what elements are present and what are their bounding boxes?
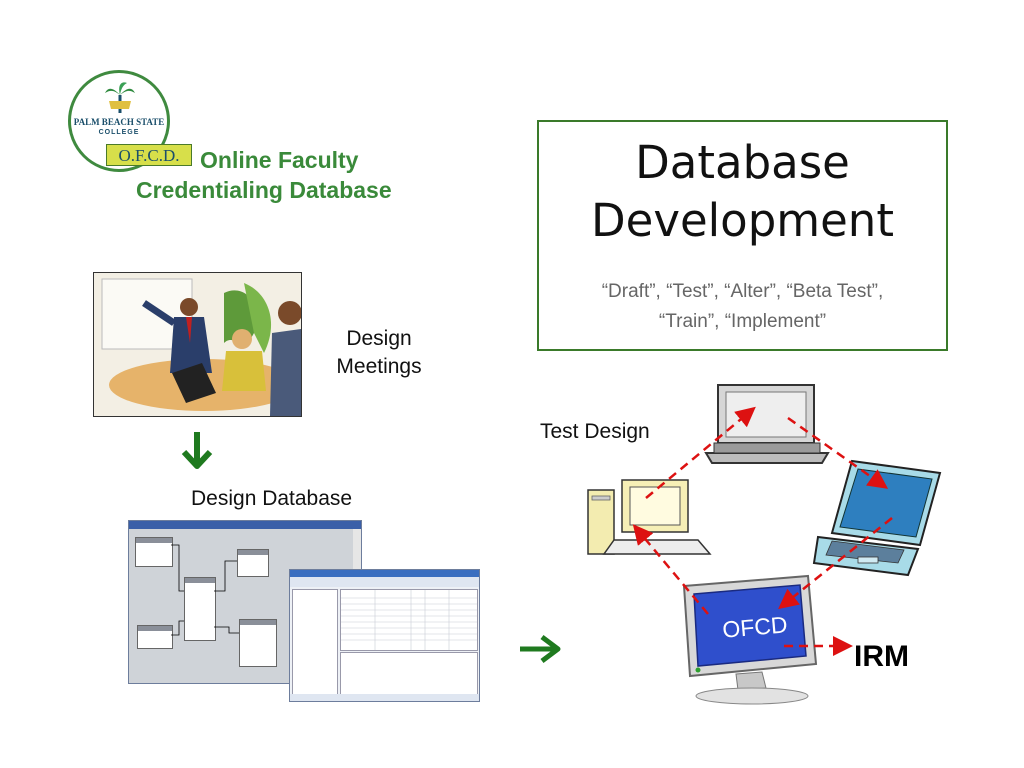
- logo-college: COLLEGE: [98, 129, 140, 136]
- meeting-clipart: [93, 272, 302, 417]
- flow-desktop-to-laptop: [645, 406, 756, 499]
- desktop-computer-icon: [587, 479, 712, 555]
- brand-title-line1: Online Faculty: [200, 147, 359, 173]
- window-toolbar: [290, 577, 479, 587]
- dev-title-line2: Development: [591, 194, 894, 247]
- test-design-label: Test Design: [540, 420, 650, 443]
- database-development-box: Database Development “Draft”, “Test”, “A…: [537, 120, 948, 351]
- field-grid-lines: [341, 590, 477, 650]
- irm-label: IRM: [854, 640, 909, 673]
- dev-subtitle-line2: “Train”, “Implement”: [658, 311, 827, 332]
- object-tree-pane: [292, 589, 338, 695]
- er-table: [239, 619, 277, 667]
- design-meetings-line1: Design: [346, 327, 412, 350]
- status-bar: [290, 694, 479, 701]
- down-arrow-icon: [181, 432, 213, 469]
- brand-title-line2: Credentialing Database: [136, 177, 392, 203]
- window-titlebar: [290, 570, 479, 577]
- flow-blue-laptop-to-monitor: [778, 517, 893, 610]
- blue-laptop-icon: [812, 459, 942, 577]
- ofcd-badge: O.F.C.D.: [106, 144, 192, 166]
- er-table: [237, 549, 269, 577]
- window-titlebar: [129, 521, 361, 529]
- relationship-lines: [171, 544, 239, 636]
- palm-tree-icon: [105, 82, 135, 113]
- meeting-illustration-icon: [94, 273, 301, 416]
- right-arrow-icon: [520, 635, 561, 663]
- flow-monitor-to-desktop: [632, 524, 709, 615]
- dev-title-line1: Database: [635, 136, 850, 189]
- brand-title: Online Faculty Credentialing Database: [136, 145, 496, 205]
- dev-title: Database Development: [539, 134, 946, 250]
- logo-name: PALM BEACH STATE: [73, 117, 165, 127]
- design-database-label: Design Database: [191, 487, 353, 510]
- design-meetings-line2: Meetings: [336, 355, 422, 378]
- flow-laptop-to-blue-laptop: [787, 416, 889, 489]
- dev-subtitle-line1: “Draft”, “Test”, “Alter”, “Beta Test”,: [601, 281, 884, 302]
- er-table: [137, 625, 173, 649]
- design-meetings-label: Design Meetings: [324, 325, 434, 381]
- er-table: [184, 577, 216, 641]
- access-table-design-screenshot: [289, 569, 480, 702]
- field-grid: [340, 589, 478, 651]
- dev-subtitle: “Draft”, “Test”, “Alter”, “Beta Test”, “…: [539, 277, 946, 337]
- er-table: [135, 537, 173, 567]
